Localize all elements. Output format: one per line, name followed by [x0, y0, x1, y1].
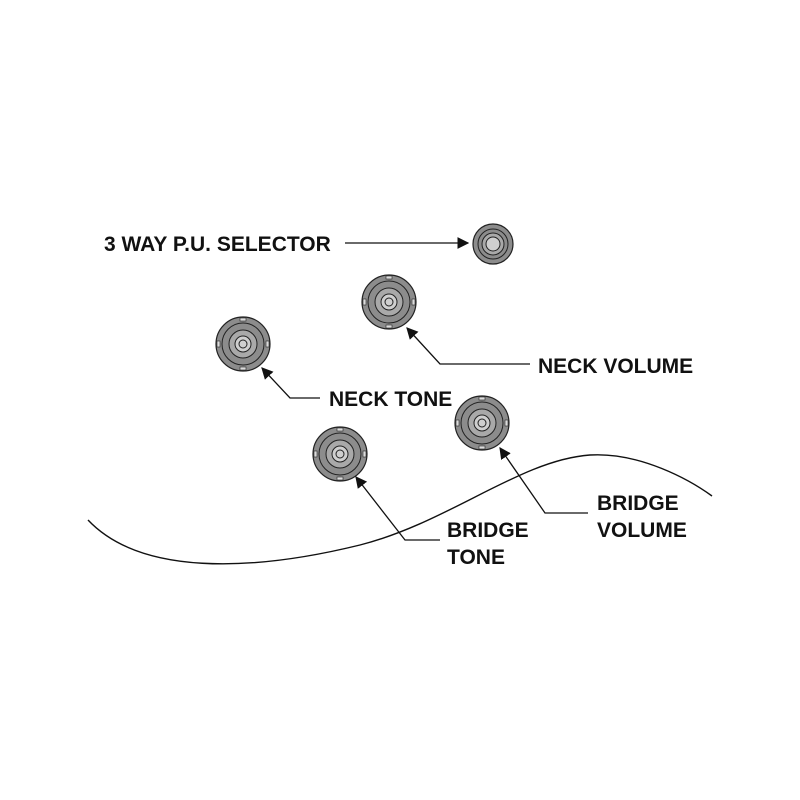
- neck-volume-label: NECK VOLUME: [538, 355, 693, 378]
- neck-volume-leader-arrow: [406, 327, 530, 365]
- bridge-tone-label-line2: TONE: [447, 546, 505, 569]
- bridge-volume-knob: [454, 395, 510, 451]
- bridge-tone-knob: [312, 426, 368, 482]
- neck-tone-knob: [215, 316, 271, 372]
- bridge-volume-label-line2: VOLUME: [597, 519, 687, 542]
- neck-tone-label: NECK TONE: [329, 388, 452, 411]
- neck-tone-leader-arrow: [261, 367, 320, 399]
- guitar-body-edge: [87, 454, 713, 565]
- selector-label: 3 WAY P.U. SELECTOR: [104, 233, 331, 256]
- bridge-tone-leader-arrow: [355, 476, 440, 541]
- bridge-volume-label-line1: BRIDGE: [597, 492, 679, 515]
- selector-switch: [472, 223, 514, 265]
- bridge-volume-leader-arrow: [499, 447, 588, 514]
- neck-volume-knob: [361, 274, 417, 330]
- bridge-tone-label-line1: BRIDGE: [447, 519, 529, 542]
